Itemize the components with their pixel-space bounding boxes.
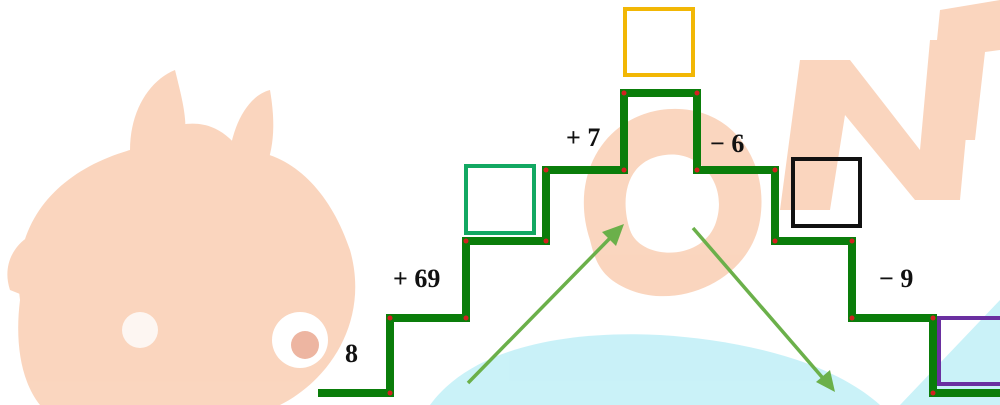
arrow-down-right-icon [691, 226, 830, 386]
operation-label-3: − 6 [710, 129, 744, 158]
corner-dot [621, 167, 627, 173]
corner-dot [463, 315, 469, 321]
corner-dot [387, 315, 393, 321]
corner-dot [387, 390, 393, 396]
answer-box-2[interactable] [623, 7, 695, 77]
corner-dot [621, 90, 627, 96]
watermark-mascot-ear-small [7, 230, 51, 300]
corner-dot [930, 315, 936, 321]
operation-label-4: − 9 [879, 264, 913, 293]
watermark-letter-n [780, 40, 975, 210]
corner-dot [463, 238, 469, 244]
start-value-label: 8 [345, 339, 358, 368]
watermark-cyan-right [900, 300, 1000, 405]
mascot-watermark [7, 0, 1000, 405]
answer-box-1[interactable] [464, 164, 536, 235]
corner-dot [772, 238, 778, 244]
corner-dot [849, 315, 855, 321]
arrow-down-right-head [816, 370, 835, 392]
operation-label-1: + 69 [393, 264, 440, 293]
operation-label-2: + 7 [566, 123, 600, 152]
arrows [466, 224, 835, 392]
corner-dot [930, 390, 936, 396]
corner-dot [849, 238, 855, 244]
watermark-mascot-head [18, 123, 356, 405]
watermark-mascot-eye [291, 331, 319, 359]
answer-box-3[interactable] [791, 157, 862, 228]
corner-dot [694, 90, 700, 96]
staircase-path [318, 89, 1000, 397]
watermark-mascot-ear-left [130, 70, 186, 160]
watermark-letter-t [935, 0, 1000, 140]
corner-dot [772, 167, 778, 173]
corner-dot [543, 238, 549, 244]
watermark-cyan-shape [430, 334, 880, 405]
corner-dots [387, 90, 936, 396]
arrow-up-right-head [602, 224, 624, 246]
watermark-mascot-ear-right [230, 90, 274, 170]
corner-dot [694, 167, 700, 173]
arrow-up-right-icon [466, 230, 618, 385]
watermark-mascot-eye-white-2 [122, 312, 158, 348]
watermark-letter-o [583, 108, 762, 297]
corner-dot [543, 167, 549, 173]
answer-box-4[interactable] [937, 316, 1000, 386]
